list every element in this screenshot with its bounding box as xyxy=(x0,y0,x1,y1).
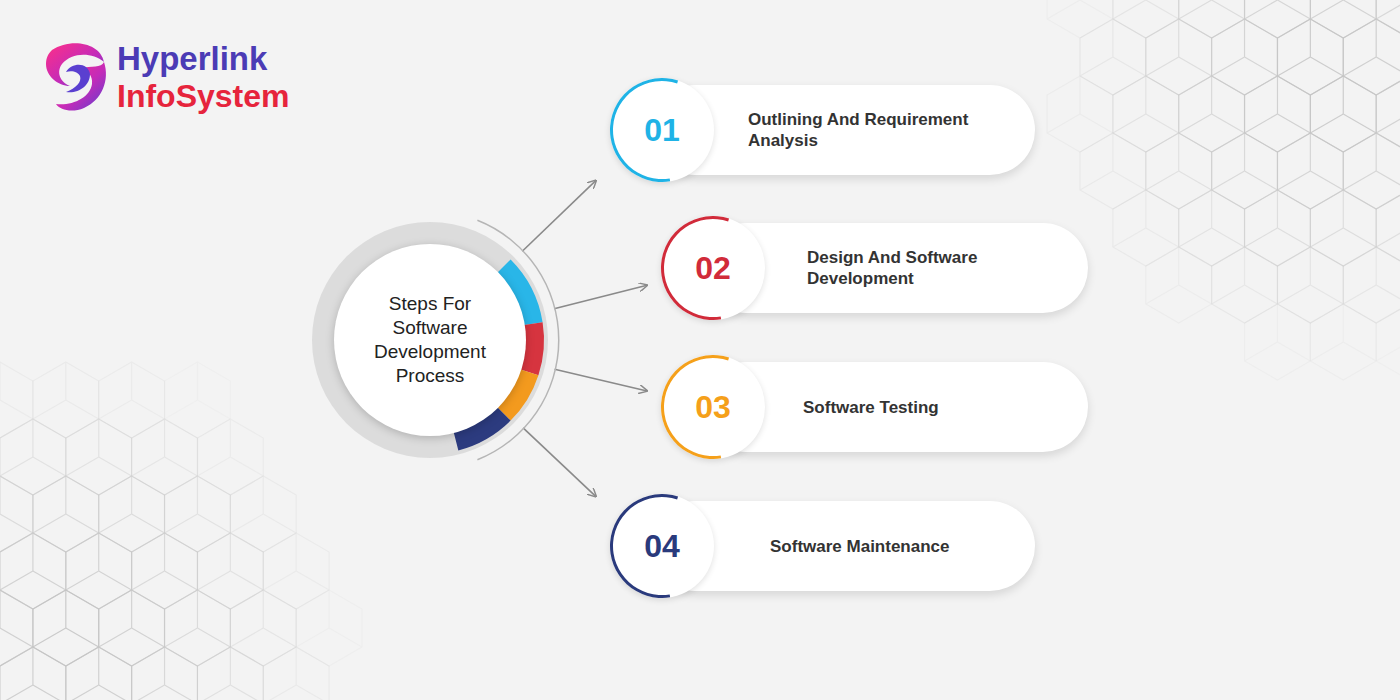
cube xyxy=(1310,304,1376,380)
cube xyxy=(99,476,165,552)
center-title: Steps For Software Development Process xyxy=(355,292,505,388)
cube xyxy=(132,533,198,609)
cube xyxy=(1245,76,1311,152)
cube xyxy=(1277,19,1343,95)
cube xyxy=(197,647,263,700)
cube xyxy=(1310,76,1376,152)
cube xyxy=(230,476,296,552)
step-box: 04Software Maintenance xyxy=(610,494,1035,598)
cube xyxy=(1310,0,1376,38)
cube xyxy=(1113,0,1179,38)
step-number: 03 xyxy=(661,389,765,425)
cube xyxy=(230,590,296,666)
connector-arrow xyxy=(555,369,647,391)
cube xyxy=(0,590,33,666)
cube xyxy=(66,647,132,700)
step-label: Software Testing xyxy=(803,397,1073,418)
center-circle: Steps For Software Development Process xyxy=(312,222,548,458)
step-number: 04 xyxy=(610,528,714,564)
connector-arrow xyxy=(554,285,647,308)
cube xyxy=(66,533,132,609)
cube xyxy=(1212,247,1278,323)
cube xyxy=(1343,247,1400,323)
cube xyxy=(165,590,231,666)
cube xyxy=(132,419,198,495)
cube xyxy=(165,476,231,552)
cube xyxy=(1080,19,1146,95)
cube xyxy=(197,419,263,495)
cube xyxy=(296,590,362,666)
cube xyxy=(263,647,329,700)
cube xyxy=(1113,76,1179,152)
cube xyxy=(1245,190,1311,266)
cube xyxy=(1376,0,1400,38)
cube xyxy=(0,533,66,609)
cube xyxy=(1047,76,1113,152)
connector-arrow xyxy=(523,428,596,497)
cube xyxy=(0,362,33,438)
step-number: 02 xyxy=(661,250,765,286)
cube xyxy=(1212,133,1278,209)
logo-text: InfoSystem xyxy=(117,78,289,115)
cube xyxy=(1212,19,1278,95)
cube xyxy=(263,533,329,609)
ring-shape xyxy=(312,222,548,458)
cube xyxy=(1376,190,1400,266)
cube xyxy=(33,362,99,438)
cube xyxy=(1245,0,1311,38)
cube xyxy=(197,533,263,609)
logo-text: Hyperlink xyxy=(117,40,267,78)
cube xyxy=(1277,247,1343,323)
cube xyxy=(1179,190,1245,266)
connector-arrow xyxy=(522,180,596,251)
cube xyxy=(1146,19,1212,95)
cube xyxy=(165,362,231,438)
step-number: 01 xyxy=(610,112,714,148)
cube xyxy=(1343,19,1400,95)
cube xyxy=(66,419,132,495)
cube xyxy=(33,590,99,666)
cube xyxy=(132,647,198,700)
cube xyxy=(99,362,165,438)
cube xyxy=(1343,133,1400,209)
cube xyxy=(1146,247,1212,323)
step-label: Outlining And Requirement Analysis xyxy=(748,109,1018,151)
cube xyxy=(1376,304,1400,380)
cube xyxy=(0,419,66,495)
cube xyxy=(99,590,165,666)
cube xyxy=(0,647,66,700)
cube xyxy=(1179,0,1245,38)
step-label: Design And Software Development xyxy=(807,247,1077,289)
cube xyxy=(1376,76,1400,152)
step-label: Software Maintenance xyxy=(770,536,1040,557)
cube xyxy=(1047,0,1113,38)
cube xyxy=(1080,133,1146,209)
cube xyxy=(1277,133,1343,209)
cube xyxy=(0,476,33,552)
step-box: 01 Outlining And Requirement Analysis xyxy=(610,78,1035,182)
cube xyxy=(1113,190,1179,266)
cube xyxy=(1245,304,1311,380)
cube xyxy=(1310,190,1376,266)
cube xyxy=(1179,76,1245,152)
logo-icon xyxy=(46,43,106,110)
cube xyxy=(1146,133,1212,209)
step-box: 03 Software Testing xyxy=(661,355,1088,459)
cube xyxy=(33,476,99,552)
step-box: 02 Design And Software Development xyxy=(661,216,1088,320)
